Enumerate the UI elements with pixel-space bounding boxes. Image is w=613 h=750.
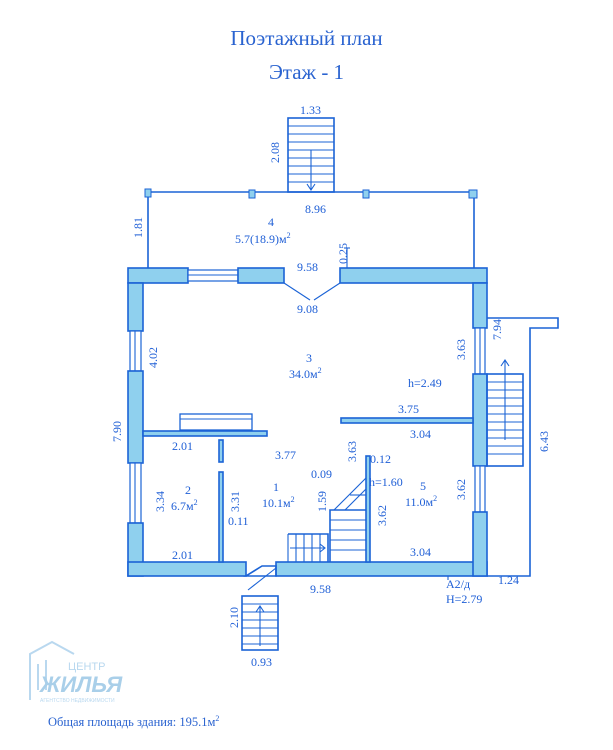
dim-terrace-depth: 1.81 [131,217,145,238]
logo-big-text: ЖИЛЬЯ [39,672,123,697]
interior-partitions [142,413,474,563]
dim-201-bot: 2.01 [172,548,193,562]
dim-958-bot: 9.58 [310,582,331,596]
right-stair [486,317,559,577]
room-labels: 4 5.7(18.9)м2 3 34.0м2 2 6.7м2 1 10.1м2 … [171,215,437,513]
dim-363-mid: 3.63 [345,441,359,462]
dim-643: 6.43 [537,431,551,452]
dim-159: 1.59 [315,491,329,512]
logo-small-text: ЦЕНТР [68,661,105,673]
dim-362-mid: 3.62 [375,505,389,526]
room-1-number: 1 [273,480,279,494]
room-5-area: 11.0м2 [405,494,437,509]
dim-402: 4.02 [146,347,160,368]
room-5-number: 5 [420,479,426,493]
dim-011: 0.11 [228,514,249,528]
dim-377: 3.77 [275,448,296,462]
plan-height: Н=2.79 [446,592,482,606]
room-2-number: 2 [185,483,191,497]
room-2-area: 6.7м2 [171,498,198,513]
dim-h-stair: h=1.60 [369,475,403,489]
plan-meta: А2/д Н=2.79 [446,576,482,606]
dim-304-bot: 3.04 [410,545,431,559]
top-stair [287,117,335,193]
room-4-number: 4 [268,215,274,229]
dim-stair-bot-width: 0.93 [251,655,272,669]
dim-375: 3.75 [398,402,419,416]
dim-334: 3.34 [153,491,167,512]
dimension-labels: 1.33 2.08 8.96 1.81 0.25 9.58 9.08 4.02 … [110,103,551,669]
dim-363-right: 3.63 [454,339,468,360]
dim-362-right: 3.62 [454,479,468,500]
exterior-walls [127,267,488,577]
bottom-stair [241,565,279,651]
internal-stair [287,477,367,562]
dim-terrace-width: 8.96 [305,202,326,216]
room-3-area: 34.0м2 [289,366,322,381]
room-1-area: 10.1м2 [262,495,295,510]
terrace-outline [144,188,478,270]
dim-h-room: h=2.49 [408,376,442,390]
total-area-note: Общая площадь здания: 195.1м2 [48,714,220,730]
dim-124: 1.24 [498,573,519,587]
dim-331: 3.31 [228,491,242,512]
dim-201-top: 2.01 [172,439,193,453]
dim-908: 9.08 [297,302,318,316]
plan-title: Поэтажный план [230,26,383,50]
dim-009: 0.09 [311,467,332,481]
room-4-area: 5.7(18.9)м2 [235,231,291,246]
dim-stair-top-len: 2.08 [268,142,282,163]
floor-subtitle: Этаж - 1 [268,60,345,84]
logo-tagline: АГЕНТСТВО НЕДВИЖИМОСТИ [40,698,115,704]
entry-opening [283,282,341,301]
dim-958-top: 9.58 [297,260,318,274]
dim-794: 7.94 [490,319,504,340]
dim-stair-bot-len: 2.10 [227,607,241,628]
dim-012: 0.12 [370,452,391,466]
dim-025: 0.25 [336,243,350,264]
agency-logo: ЦЕНТР ЖИЛЬЯ АГЕНТСТВО НЕДВИЖИМОСТИ [29,640,123,704]
room-3-number: 3 [306,351,312,365]
dim-790: 7.90 [110,421,124,442]
dim-stair-top-width: 1.33 [300,103,321,117]
dim-304-mid: 3.04 [410,427,431,441]
plan-code: А2/д [446,577,470,591]
